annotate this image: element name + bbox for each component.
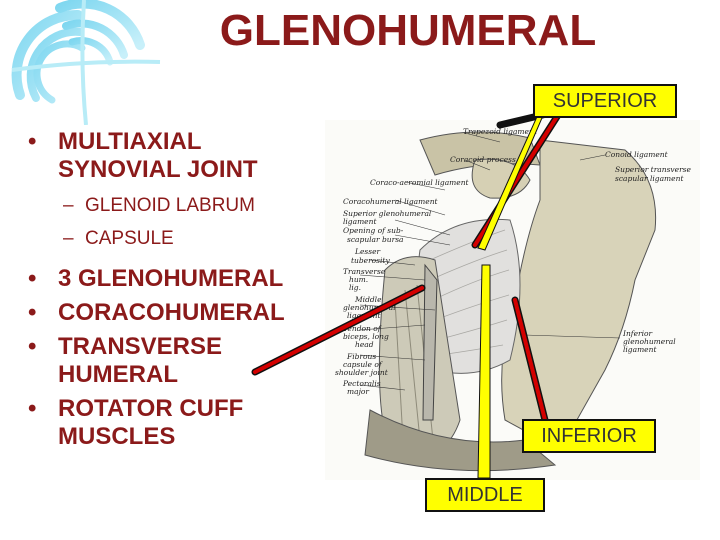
dash-icon: – xyxy=(63,228,74,249)
bullet-item: • CORACOHUMERAL xyxy=(28,299,328,327)
callout-inferior: INFERIOR xyxy=(522,419,656,453)
bullet-icon: • xyxy=(28,333,37,360)
bullet-item: • 3 GLENOHUMERAL xyxy=(28,265,328,293)
label-superior-glenohumeral: Superior glenohumeral xyxy=(343,209,432,218)
label-fibrous-3: shoulder joint xyxy=(335,368,389,377)
sub-bullet-text: CAPSULE xyxy=(85,228,174,249)
label-trapezoid: Trapezoid ligament xyxy=(463,127,538,136)
label-opening-2: scapular bursa xyxy=(347,235,404,244)
sub-bullet-item: – CAPSULE xyxy=(63,227,328,251)
label-lesser: Lesser xyxy=(354,247,381,256)
bullet-item: • TRANSVERSE HUMERAL xyxy=(28,333,328,389)
label-pectoralis: Pectoralis xyxy=(342,379,381,388)
bullet-list: • MULTIAXIAL SYNOVIAL JOINT – GLENOID LA… xyxy=(28,128,328,451)
bullet-item: • MULTIAXIAL SYNOVIAL JOINT xyxy=(28,128,328,184)
bullet-text: ROTATOR CUFF MUSCLES xyxy=(58,395,244,450)
label-coracoid-process: Coracoid process xyxy=(450,155,516,164)
bullet-text: 3 GLENOHUMERAL xyxy=(58,265,284,292)
bullet-icon: • xyxy=(28,128,37,155)
bullet-icon: • xyxy=(28,395,37,422)
dash-icon: – xyxy=(63,195,74,216)
label-superior-transverse: Superior transverse xyxy=(615,165,692,174)
sub-bullet-text: GLENOID LABRUM xyxy=(85,195,255,216)
bullet-icon: • xyxy=(28,265,37,292)
label-transverse-3: lig. xyxy=(349,283,361,292)
bullet-text: MULTIAXIAL SYNOVIAL JOINT xyxy=(58,128,258,183)
label-coraco-acromial: Coraco-acromial ligament xyxy=(370,178,470,187)
bullet-text: CORACOHUMERAL xyxy=(58,299,285,326)
label-inferior-2: glenohumeral xyxy=(623,337,676,346)
label-inferior: Inferior xyxy=(622,329,653,338)
bullet-text: TRANSVERSE HUMERAL xyxy=(58,333,223,388)
label-opening: Opening of sub- xyxy=(343,226,404,235)
label-pectoralis-2: major xyxy=(347,387,369,396)
label-superior-glenohumeral-2: ligament xyxy=(343,217,377,226)
label-inferior-3: ligament xyxy=(623,345,657,354)
label-transverse-2: hum. xyxy=(349,275,368,284)
callout-superior: SUPERIOR xyxy=(533,84,677,118)
label-lesser-2: tuberosity xyxy=(351,256,390,265)
label-tendon-3: head xyxy=(355,340,374,349)
label-scapular-ligament: scapular ligament xyxy=(615,174,684,183)
label-conoid: Conoid ligament xyxy=(605,150,669,159)
sub-bullet-item: – GLENOID LABRUM xyxy=(63,194,328,218)
page-title: GLENOHUMERAL xyxy=(219,6,597,55)
callout-middle: MIDDLE xyxy=(425,478,545,512)
bullet-item: • ROTATOR CUFF MUSCLES xyxy=(28,395,328,451)
logo-icon xyxy=(11,0,161,125)
label-coracohumeral: Coracohumeral ligament xyxy=(343,197,439,206)
label-middle-3: ligament xyxy=(347,311,381,320)
bullet-icon: • xyxy=(28,299,37,326)
label-transverse: Transverse xyxy=(343,267,386,276)
